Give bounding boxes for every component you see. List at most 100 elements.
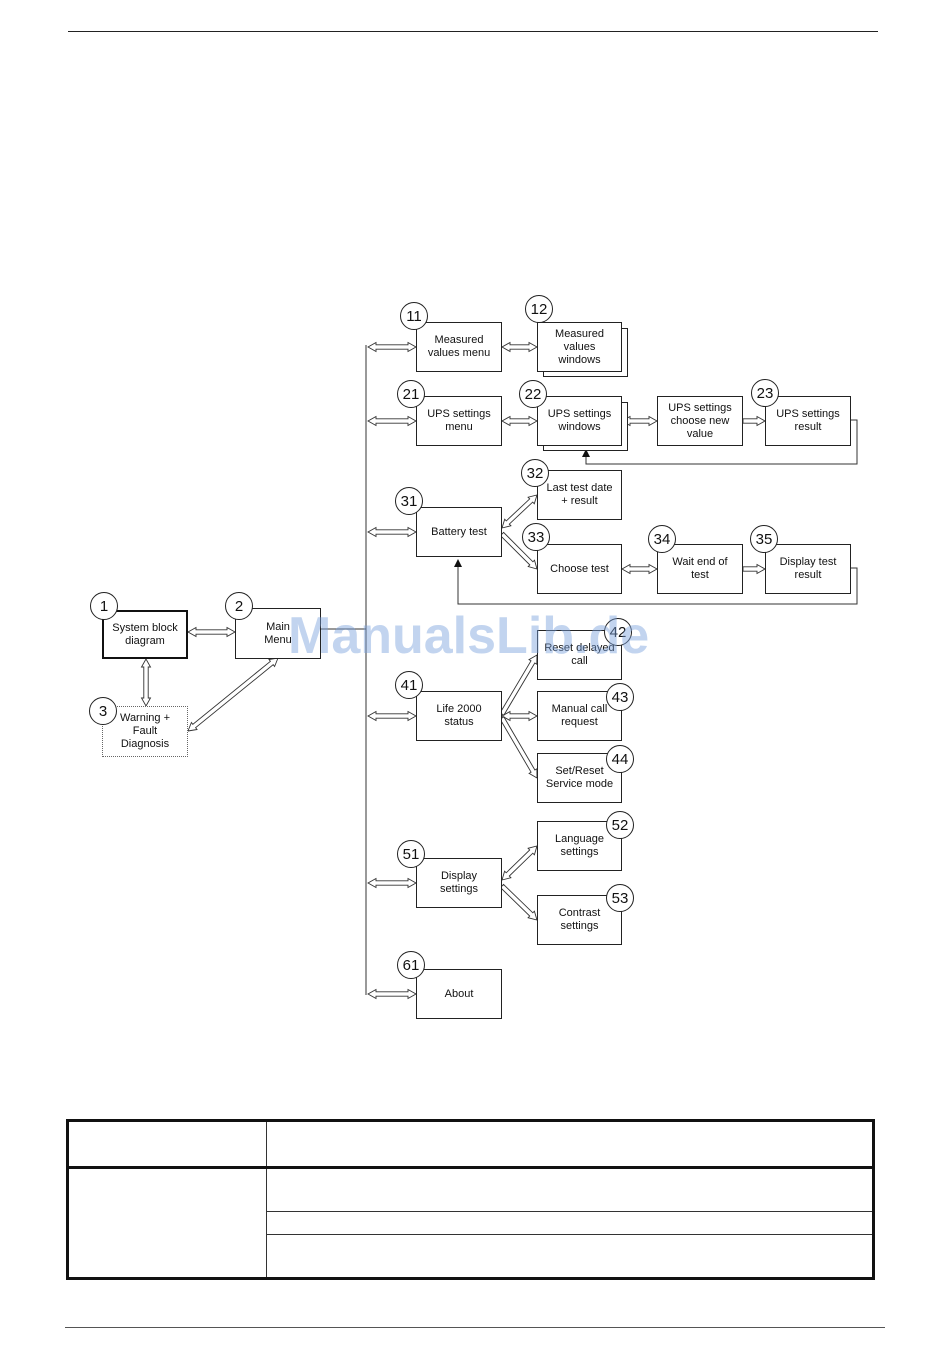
badge-21: 21	[397, 380, 425, 408]
box-35: Display test result	[765, 544, 851, 594]
arrow-1-3-shape	[140, 658, 152, 707]
badge-23: 23	[751, 379, 779, 407]
arrow-spine-11-shape	[367, 341, 417, 353]
loop-23-to-22	[582, 419, 858, 465]
arrow-41-43	[501, 710, 538, 722]
arrow-33-34-shape	[621, 563, 658, 575]
arrow-41-44	[499, 716, 538, 779]
box-12-label: Measured values windows	[555, 327, 604, 366]
arrow-3-2-shape	[187, 657, 279, 732]
top-rule	[68, 31, 878, 32]
arrow-33-34	[621, 563, 658, 575]
arrow-spine-41-shape	[367, 710, 417, 722]
table-cell	[266, 1166, 874, 1213]
loop-35-to-31	[454, 559, 858, 605]
badge-22: 22	[519, 380, 547, 408]
box-52-label: Language settings	[555, 833, 604, 858]
box-32-label: Last test date + result	[546, 482, 613, 507]
arrow-11-12	[501, 341, 538, 353]
box-2-label: Main Menu	[264, 620, 292, 646]
table-cell	[67, 1167, 267, 1279]
badge-32: 32	[521, 459, 549, 487]
box-3-label: Warning + Fault Diagnosis	[119, 712, 171, 750]
box-61: About	[416, 969, 502, 1019]
box-41: Life 2000 status	[416, 691, 502, 741]
box-22-label: UPS settings windows	[547, 408, 612, 433]
badge-1: 1	[90, 592, 118, 620]
box-51-label: Display settings	[440, 870, 478, 895]
arrow-1-2	[187, 626, 236, 638]
arrow-spine-41	[367, 710, 417, 722]
arrow-1-2-shape	[187, 626, 236, 638]
arrow-41-43-shape	[501, 710, 538, 722]
badge-52: 52	[606, 811, 634, 839]
table-header-cell	[67, 1120, 267, 1169]
arrow-41-44-shape	[499, 716, 538, 779]
badge-53: 53	[606, 884, 634, 912]
box-32: Last test date + result	[537, 470, 622, 520]
box-43-label: Manual call request	[551, 703, 608, 728]
badge-31: 31	[395, 487, 423, 515]
box-11: Measured values menu	[416, 322, 502, 372]
box-2: Main Menu	[235, 608, 321, 659]
arrow-31-33-shape	[499, 531, 538, 570]
arrow-spine-61-shape	[367, 988, 417, 1000]
arrow-spine-51	[367, 877, 417, 889]
badge-12: 12	[525, 295, 553, 323]
box-22: UPS settings windows	[537, 396, 622, 446]
box-44-label: Set/Reset Service mode	[545, 765, 614, 790]
table-row	[68, 1233, 874, 1280]
arrow-spine-51-shape	[367, 877, 417, 889]
box-23-label: UPS settings result	[776, 408, 840, 433]
badge-34: 34	[648, 525, 676, 553]
arrow-51-52	[501, 845, 538, 881]
arrow-41-42	[499, 654, 538, 716]
table-header-cell	[266, 1120, 874, 1169]
arrow-spine-21	[367, 415, 417, 427]
box-43: Manual call request	[537, 691, 622, 741]
arrow-22b-23	[742, 415, 766, 427]
arrow-spine-21-shape	[367, 415, 417, 427]
box-22b-label: UPS settings choose new value	[668, 401, 732, 440]
box-42-label: Reset delayed call	[544, 642, 615, 667]
arrow-11-12-shape	[501, 341, 538, 353]
box-23: UPS settings result	[765, 396, 851, 446]
badge-2: 2	[225, 592, 253, 620]
arrow-21-22	[501, 415, 538, 427]
table-row	[67, 1166, 874, 1279]
box-34-label: Wait end of test	[672, 556, 728, 581]
table-cell	[266, 1211, 874, 1235]
box-31-label: Battery test	[431, 525, 487, 538]
badge-44: 44	[606, 745, 634, 773]
box-61-label: About	[444, 987, 474, 1000]
bottom-table	[66, 1119, 875, 1280]
badge-41: 41	[395, 671, 423, 699]
box-53-label: Contrast settings	[558, 907, 601, 932]
box-33-label: Choose test	[550, 562, 609, 575]
box-33: Choose test	[537, 544, 622, 594]
arrow-spine-11	[367, 341, 417, 353]
arrow-1-3	[140, 658, 152, 707]
table-cell	[266, 1233, 874, 1280]
arrow-51-53	[499, 883, 538, 921]
arrow-51-52-shape	[501, 845, 538, 881]
arrow-34-35-shape	[742, 563, 766, 575]
arrow-22b-23-shape	[742, 415, 766, 427]
box-51: Display settings	[416, 858, 502, 908]
badge-51: 51	[397, 840, 425, 868]
box-1: System block diagram	[102, 610, 188, 659]
table-header-row	[67, 1120, 874, 1169]
badge-61: 61	[397, 951, 425, 979]
badge-43: 43	[606, 683, 634, 711]
badge-11: 11	[400, 302, 428, 330]
badge-3: 3	[89, 697, 117, 725]
arrow-51-53-shape	[499, 883, 538, 921]
arrow-spine-31-shape	[367, 526, 417, 538]
box-31: Battery test	[416, 507, 502, 557]
box-34: Wait end of test	[657, 544, 743, 594]
arrow-34-35	[742, 563, 766, 575]
bottom-rule	[65, 1327, 885, 1328]
arrow-41-42-shape	[499, 654, 538, 716]
arrow-31-33	[499, 531, 538, 570]
